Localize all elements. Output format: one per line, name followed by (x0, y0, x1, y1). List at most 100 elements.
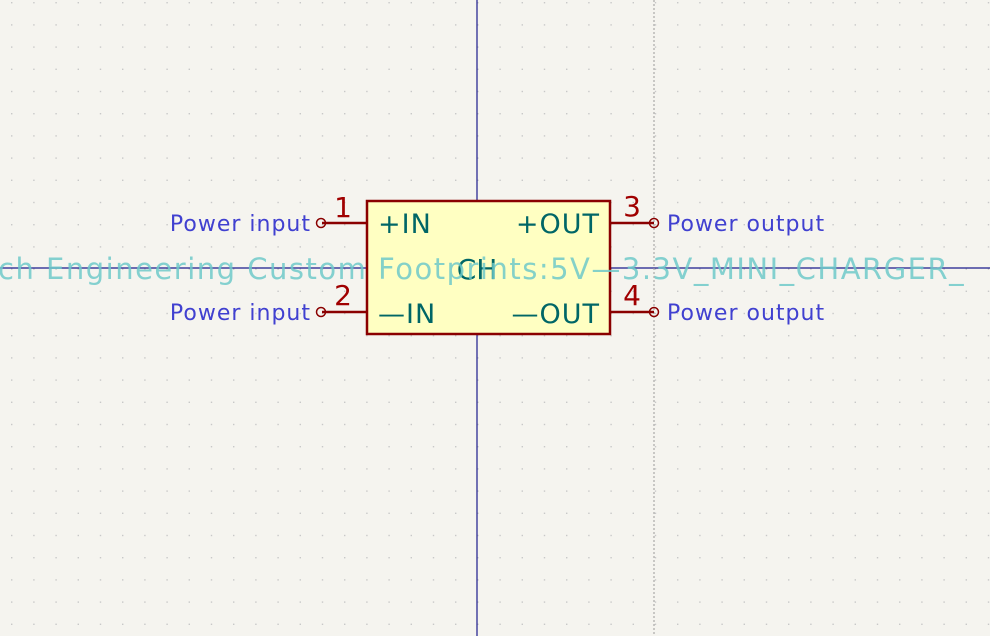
grid-dot (876, 157, 879, 159)
grid-dot (610, 401, 612, 403)
grid-dot (765, 113, 768, 115)
grid-dot (210, 623, 213, 625)
grid-dot (210, 90, 213, 93)
grid-dot (765, 201, 768, 204)
grid-dot (810, 201, 812, 204)
grid-dot (144, 623, 146, 625)
grid-dot (144, 579, 146, 581)
grid-dot (188, 601, 190, 603)
grid-dot (832, 579, 834, 581)
grid-dot (699, 135, 701, 137)
grid-dot (521, 623, 523, 625)
grid-dot (255, 113, 257, 115)
grid-dot (610, 490, 612, 492)
grid-dot (33, 224, 35, 226)
grid-dot (366, 335, 368, 337)
grid-dot (832, 90, 834, 93)
grid-dot (344, 512, 346, 514)
footprint-field[interactable]: ch Engineering Custom Footprints:5V—3.3V… (0, 252, 965, 286)
grid-dot (144, 268, 146, 270)
grid-dot (987, 290, 990, 292)
grid-dot (99, 490, 102, 492)
grid-dot (765, 579, 768, 581)
grid-dot (321, 512, 324, 514)
grid-dot (277, 357, 279, 359)
grid-dot (943, 246, 945, 248)
component-body[interactable] (365, 199, 612, 336)
grid-dot (987, 224, 990, 226)
grid-dot (610, 601, 612, 603)
grid-dot (788, 423, 790, 426)
grid-dot (788, 201, 790, 204)
grid-dot (188, 335, 190, 337)
pin-3-endpoint[interactable] (648, 217, 660, 229)
grid-dot (299, 401, 301, 403)
grid-dot (255, 135, 257, 137)
grid-dot (899, 623, 901, 625)
grid-dot (921, 290, 923, 292)
grid-dot (77, 534, 79, 537)
grid-dot (654, 312, 657, 315)
grid-dot (654, 579, 657, 581)
grid-dot (144, 446, 146, 448)
grid-dot (366, 157, 368, 159)
grid-dot (33, 379, 35, 381)
grid-dot (277, 24, 279, 26)
grid-dot (699, 68, 701, 70)
grid-dot (765, 446, 768, 448)
grid-dot (654, 135, 657, 137)
grid-dot (743, 290, 745, 292)
grid-dot (943, 46, 945, 48)
grid-dot (455, 24, 457, 26)
pin-2-endpoint[interactable] (315, 306, 327, 318)
grid-dot (721, 357, 723, 359)
grid-dot (921, 601, 923, 603)
pin-4-endpoint[interactable] (648, 306, 660, 318)
grid-dot (499, 579, 501, 581)
grid-dot (410, 557, 412, 559)
grid-dot (77, 401, 79, 403)
reference-designator[interactable]: CH (457, 253, 498, 286)
grid-dot (210, 557, 213, 559)
grid-dot (410, 157, 412, 159)
grid-dot (210, 379, 213, 381)
grid-dot (33, 246, 35, 248)
grid-dot (788, 246, 790, 248)
grid-dot (11, 446, 13, 448)
grid-dot (55, 24, 57, 26)
grid-dot (743, 113, 745, 115)
grid-dot (410, 24, 412, 26)
grid-dot (654, 601, 657, 603)
grid-dot (210, 579, 213, 581)
grid-dot (255, 512, 257, 514)
grid-dot (277, 512, 279, 514)
grid-dot (854, 490, 856, 492)
grid-dot (721, 224, 723, 226)
grid-dots (11, 2, 990, 625)
grid-dot (810, 2, 812, 4)
grid-dot (699, 46, 701, 48)
grid-dot (588, 579, 590, 581)
grid-dot (321, 46, 324, 48)
grid-dot (632, 2, 634, 4)
grid-dot (11, 601, 13, 603)
pin-1-endpoint[interactable] (315, 217, 327, 229)
grid-dot (366, 512, 368, 514)
grid-dot (632, 290, 634, 292)
grid-dot (543, 579, 546, 581)
grid-dot (499, 68, 501, 70)
grid-dot (299, 357, 301, 359)
grid-dot (55, 68, 57, 70)
grid-dot (699, 623, 701, 625)
grid-dot (432, 623, 435, 625)
grid-dot (677, 113, 679, 115)
grid-dot (233, 401, 235, 403)
grid-dot (543, 468, 546, 470)
grid-dot (455, 335, 457, 337)
grid-dot (477, 357, 479, 359)
component-symbol[interactable]: 1 2 3 4 +IN —IN +OUT —OUT Power input Po… (0, 190, 965, 336)
grid-dot (788, 446, 790, 448)
grid-dot (188, 201, 190, 204)
